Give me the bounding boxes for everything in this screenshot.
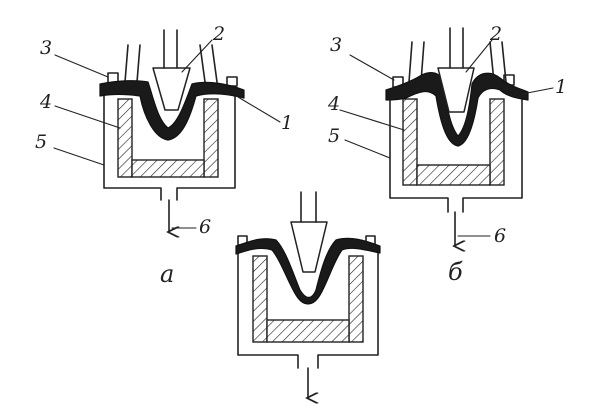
plastic-sheet xyxy=(99,80,245,141)
plug xyxy=(437,67,475,113)
plug xyxy=(290,221,328,273)
chamber-wall xyxy=(237,249,379,369)
caption-a: а xyxy=(160,260,174,288)
leader-2 xyxy=(465,39,493,73)
label-vacuum: 6 xyxy=(199,216,211,238)
stage-b: 3 2 4 5 1 6 б xyxy=(327,23,567,286)
leader-4 xyxy=(54,105,121,129)
label-chamber: 5 xyxy=(328,125,340,147)
label-chamber: 5 xyxy=(35,131,47,153)
label-vacuum: 6 xyxy=(494,225,506,247)
label-plug: 2 xyxy=(489,23,502,45)
label-sheet: 1 xyxy=(281,112,293,134)
chamber-wall xyxy=(103,91,236,201)
leader-4 xyxy=(339,109,405,131)
leader-1 xyxy=(237,96,281,123)
stage-c xyxy=(235,191,381,398)
label-mold: 4 xyxy=(327,93,340,115)
leader-5 xyxy=(344,139,391,159)
guide-rods xyxy=(124,44,218,83)
mold xyxy=(117,98,219,178)
leader-3 xyxy=(349,54,395,81)
mold xyxy=(252,255,364,343)
label-clamp: 3 xyxy=(40,37,52,59)
guide-rods xyxy=(408,41,507,83)
leader-5 xyxy=(53,147,105,166)
chamber-wall xyxy=(389,91,523,213)
caption-b: б xyxy=(448,258,463,286)
leader-3 xyxy=(54,54,109,78)
label-plug: 2 xyxy=(212,23,225,45)
label-sheet: 1 xyxy=(555,76,567,98)
label-mold: 4 xyxy=(39,91,52,113)
leader-2 xyxy=(181,39,213,73)
stage-a: 3 2 4 5 1 6 а xyxy=(35,23,293,288)
label-clamp: 3 xyxy=(330,34,342,56)
plastic-sheet xyxy=(235,237,381,305)
leader-1 xyxy=(521,87,554,95)
mold xyxy=(402,98,505,186)
